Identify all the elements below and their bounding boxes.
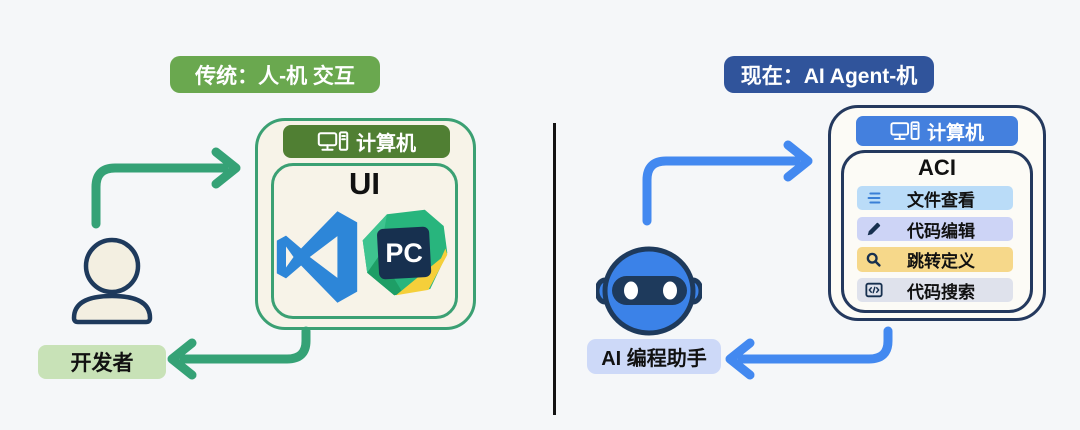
aci-row-code-edit: 代码编辑 bbox=[857, 217, 1013, 241]
aci-label: ACI bbox=[918, 155, 956, 180]
computer-to-developer-arrowhead bbox=[167, 338, 197, 380]
aci-row-file-view: 文件查看 bbox=[857, 186, 1013, 210]
aci-item-label: 代码搜索 bbox=[907, 282, 975, 302]
agent-to-computer-arrowhead bbox=[783, 140, 813, 182]
computer-to-agent-arrow bbox=[737, 326, 893, 364]
aci-row-code-search: 代码搜索 bbox=[857, 278, 1013, 302]
traditional-title-badge: 传统：人-机 交互 bbox=[170, 56, 380, 93]
computer-icon bbox=[890, 120, 920, 140]
developer-to-computer-arrowhead bbox=[211, 147, 241, 189]
center-divider bbox=[553, 123, 556, 415]
right-computer-header: 计算机 bbox=[856, 116, 1018, 146]
magnifier-icon bbox=[865, 251, 883, 269]
right-computer-header-label: 计算机 bbox=[926, 122, 984, 144]
ai-robot-icon bbox=[596, 246, 702, 336]
ui-label: UI bbox=[349, 166, 380, 201]
pycharm-pc-text: PC bbox=[385, 238, 423, 268]
ui-box bbox=[271, 163, 458, 319]
computer-to-agent-arrowhead bbox=[725, 338, 755, 380]
computer-to-developer-arrow bbox=[179, 326, 311, 364]
vscode-logo bbox=[276, 211, 358, 303]
left-computer-header-label: 计算机 bbox=[356, 133, 416, 155]
aci-item-label: 文件查看 bbox=[907, 190, 975, 210]
developer-person-icon bbox=[71, 237, 153, 325]
ai-agent-title-badge: 现在：AI Agent-机 bbox=[724, 56, 934, 93]
list-icon bbox=[865, 189, 883, 207]
aci-item-label: 跳转定义 bbox=[907, 252, 975, 271]
computer-icon bbox=[317, 130, 349, 151]
left-computer-header: 计算机 bbox=[283, 125, 450, 158]
developer-to-computer-arrow bbox=[91, 163, 229, 229]
aci-row-goto-definition: 跳转定义 bbox=[857, 247, 1013, 272]
pencil-icon bbox=[865, 220, 883, 238]
code-window-icon bbox=[865, 281, 883, 299]
developer-label: 开发者 bbox=[38, 345, 166, 379]
aci-item-label: 代码编辑 bbox=[907, 221, 975, 241]
ai-assistant-label: AI 编程助手 bbox=[587, 339, 721, 374]
pycharm-logo: PC bbox=[362, 209, 448, 296]
agent-to-computer-arrow bbox=[642, 156, 801, 226]
